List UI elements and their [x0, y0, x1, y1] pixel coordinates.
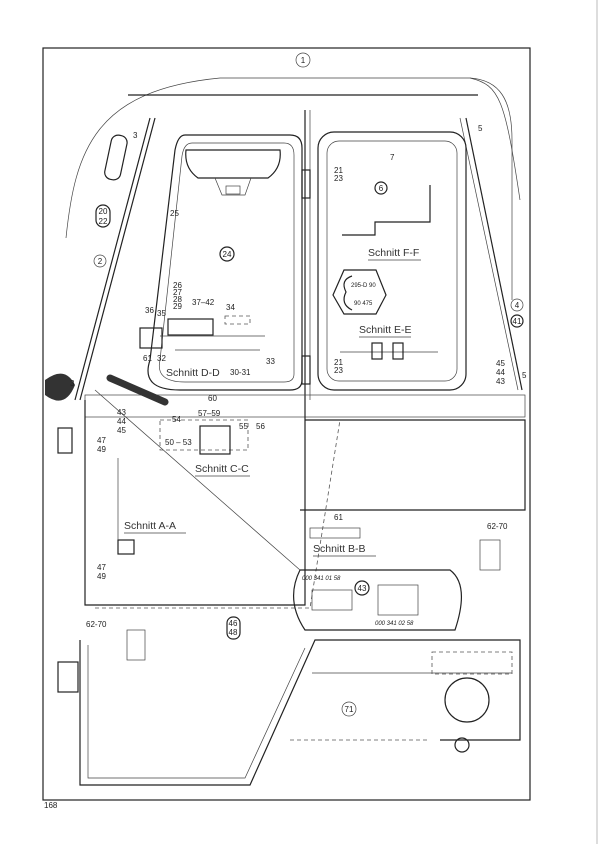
callout-49: 49 — [97, 572, 106, 581]
section-dd: Schnitt D-D — [166, 367, 220, 379]
cab-outline — [65, 77, 526, 609]
rear-view-mirror — [185, 149, 281, 196]
callout-37-42: 37–42 — [192, 298, 215, 307]
callout-2: 2 — [98, 257, 103, 266]
callout-43: 43 — [358, 584, 367, 593]
callout-23: 23 — [334, 366, 343, 375]
callout-33: 33 — [266, 357, 275, 366]
callout-57-59: 57–59 — [198, 409, 221, 418]
part-number-left: 000 341 01 58 — [302, 576, 341, 582]
callout-60: 60 — [208, 394, 217, 403]
callout-22: 22 — [99, 217, 108, 226]
callout-3: 3 — [133, 131, 138, 140]
callout-43: 43 — [117, 408, 126, 417]
outside-mirror — [104, 134, 128, 181]
callout-28: 28 — [173, 295, 182, 304]
callout-43: 43 — [496, 377, 505, 386]
callout-48: 48 — [229, 628, 238, 637]
callout-3: 3 — [70, 379, 75, 388]
callout-62-70: 62-70 — [487, 522, 508, 531]
part-number-right: 000 341 02 58 — [375, 621, 414, 627]
page-number: 168 — [44, 801, 58, 810]
callout-27: 27 — [173, 288, 182, 297]
callout-30-31: 30-31 — [230, 368, 251, 377]
section-ff: Schnitt F-F — [368, 247, 419, 259]
section-cc-part — [159, 419, 249, 451]
callout-44: 44 — [496, 368, 505, 377]
callout-5: 5 — [522, 371, 527, 380]
certification-line-1: 295-D 90 — [351, 283, 376, 289]
callout-labels: 1 3 3 20 22 25 2 24 26 27 28 29 37–42 34… — [70, 52, 527, 717]
callout-47: 47 — [97, 436, 106, 445]
certification-mark: 295-D 90 90 475 — [332, 269, 387, 315]
callout-41: 41 — [513, 317, 522, 326]
callout-20: 20 — [99, 207, 108, 216]
callout-45: 45 — [496, 359, 505, 368]
callout-7: 7 — [390, 153, 395, 162]
callout-34: 34 — [226, 303, 235, 312]
callout-21: 21 — [334, 358, 343, 367]
callout-47: 47 — [97, 563, 106, 572]
certification-line-2: 90 475 — [354, 301, 373, 307]
callout-49: 49 — [97, 445, 106, 454]
diagram-frame — [42, 47, 531, 801]
callout-71: 71 — [345, 705, 354, 714]
callout-50-53: 50 – 53 — [165, 438, 192, 447]
callout-5: 5 — [478, 124, 483, 133]
hinge-detail-oval — [292, 569, 463, 631]
callout-1: 1 — [301, 56, 306, 65]
callout-23: 23 — [334, 174, 343, 183]
lamp — [45, 373, 75, 401]
callout-44: 44 — [117, 417, 126, 426]
callout-21: 21 — [334, 166, 343, 175]
callout-55: 55 — [239, 422, 248, 431]
section-ee: Schnitt E-E — [359, 324, 412, 336]
callout-62-70: 62-70 — [86, 620, 107, 629]
section-titles: Schnitt D-D Schnitt C-C Schnitt A-A Schn… — [124, 247, 421, 557]
callout-56: 56 — [256, 422, 265, 431]
callout-45: 45 — [117, 426, 126, 435]
section-cc: Schnitt C-C — [195, 463, 249, 475]
callout-29: 29 — [173, 302, 182, 311]
callout-24: 24 — [223, 250, 232, 259]
callout-46: 46 — [229, 619, 238, 628]
callout-36: 36 — [145, 306, 154, 315]
left-window — [147, 134, 303, 391]
section-bb: Schnitt B-B — [313, 543, 366, 555]
section-aa-part — [117, 539, 135, 555]
callout-54: 54 — [172, 415, 181, 424]
right-window — [317, 131, 467, 391]
callout-32: 32 — [157, 354, 166, 363]
lower-door — [57, 639, 521, 786]
callout-4: 4 — [515, 301, 520, 310]
section-bb-part — [309, 527, 361, 539]
callout-26: 26 — [173, 281, 182, 290]
section-aa: Schnitt A-A — [124, 520, 176, 532]
callout-6: 6 — [379, 184, 384, 193]
handle-ff — [342, 185, 431, 236]
lock-dd — [139, 315, 265, 351]
callout-61: 61 — [143, 354, 152, 363]
callout-61: 61 — [334, 513, 343, 522]
callout-35: 35 — [157, 309, 166, 318]
callout-25: 25 — [170, 209, 179, 218]
